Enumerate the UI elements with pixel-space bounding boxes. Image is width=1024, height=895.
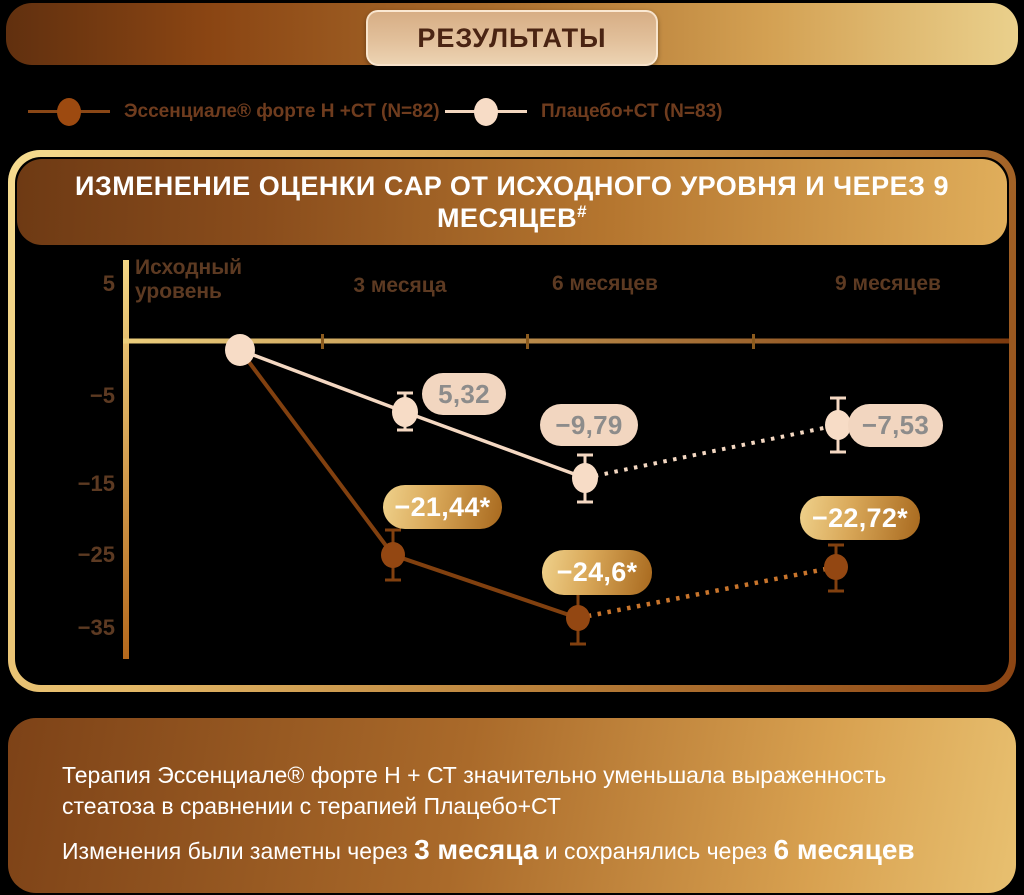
y-tick-m5: −5 (89, 383, 115, 408)
highlight-6-months: 6 месяцев (773, 834, 915, 866)
conclusion-text-2: Изменения были заметны через 3 месяца и … (62, 834, 915, 866)
x-axis-tick (526, 334, 529, 349)
value-label-essentiale-9m: −22,72* (800, 496, 920, 540)
results-banner: РЕЗУЛЬТАТЫ (6, 3, 1018, 66)
conclusions-panel: Терапия Эссенциале® форте Н + СТ значите… (8, 718, 1016, 893)
y-axis-line (123, 260, 129, 659)
highlight-3-months: 3 месяца (414, 834, 539, 866)
placebo-point-3m (392, 397, 418, 427)
zero-baseline-line (123, 338, 1009, 344)
legend-label-placebo: Плацебо+СТ (N=83) (541, 101, 723, 122)
results-plaque: РЕЗУЛЬТАТЫ (366, 10, 658, 66)
conclusion-text-1: Терапия Эссенциале® форте Н + СТ значите… (62, 762, 887, 820)
value-label-essentiale-3m: −21,44* (383, 485, 502, 529)
chart-canvas (123, 260, 1009, 659)
results-plaque-label: РЕЗУЛЬТАТЫ (417, 22, 607, 53)
chart-title: ИЗМЕНЕНИЕ ОЦЕНКИ CAP ОТ ИСХОДНОГО УРОВНЯ… (74, 170, 950, 233)
essentiale-marker-icon (28, 94, 110, 130)
x-label-6m: 6 месяцев (552, 272, 658, 295)
value-label-essentiale-6m: −24,6* (542, 550, 652, 595)
chart-area: 5 −5 −15 −25 −35 Исходный уровень 3 меся… (15, 246, 1009, 685)
x-axis-tick (321, 334, 324, 349)
value-label-placebo-6m: −9,79 (540, 404, 638, 446)
essentiale-point-3m (381, 542, 405, 568)
placebo-line-dotted (584, 423, 839, 480)
legend-label-essentiale: Эссенциале® форте Н +СТ (N=82) (124, 101, 440, 122)
chart-panel: ИЗМЕНЕНИЕ ОЦЕНКИ CAP ОТ ИСХОДНОГО УРОВНЯ… (8, 150, 1016, 692)
x-axis-tick (752, 334, 755, 349)
placebo-point-6m (572, 463, 598, 493)
y-tick-m25: −25 (77, 542, 115, 567)
essentiale-point-6m (566, 605, 590, 631)
placebo-point-9m (825, 410, 851, 440)
legend-item-essentiale: Эссенциале® форте Н +СТ (N=82) (28, 94, 440, 130)
value-label-placebo-3m: 5,32 (422, 373, 506, 415)
y-tick-m35: −35 (77, 615, 115, 640)
chart-title-footnote-mark: # (577, 201, 588, 221)
essentiale-line-dotted (577, 564, 837, 621)
essentiale-line-solid (238, 348, 579, 620)
y-tick-5: 5 (102, 271, 115, 296)
chart-panel-header: ИЗМЕНЕНИЕ ОЦЕНКИ CAP ОТ ИСХОДНОГО УРОВНЯ… (17, 159, 1007, 245)
x-label-3m: 3 месяца (353, 274, 447, 297)
value-label-placebo-9m: −7,53 (848, 404, 943, 447)
baseline-data-point (225, 334, 255, 366)
y-tick-m15: −15 (77, 471, 115, 496)
essentiale-point-9m (824, 554, 848, 580)
placebo-marker-icon (445, 94, 527, 130)
legend-item-placebo: Плацебо+СТ (N=83) (445, 94, 722, 130)
x-label-baseline: Исходный уровень (135, 256, 243, 304)
x-label-9m: 9 месяцев (835, 272, 941, 295)
